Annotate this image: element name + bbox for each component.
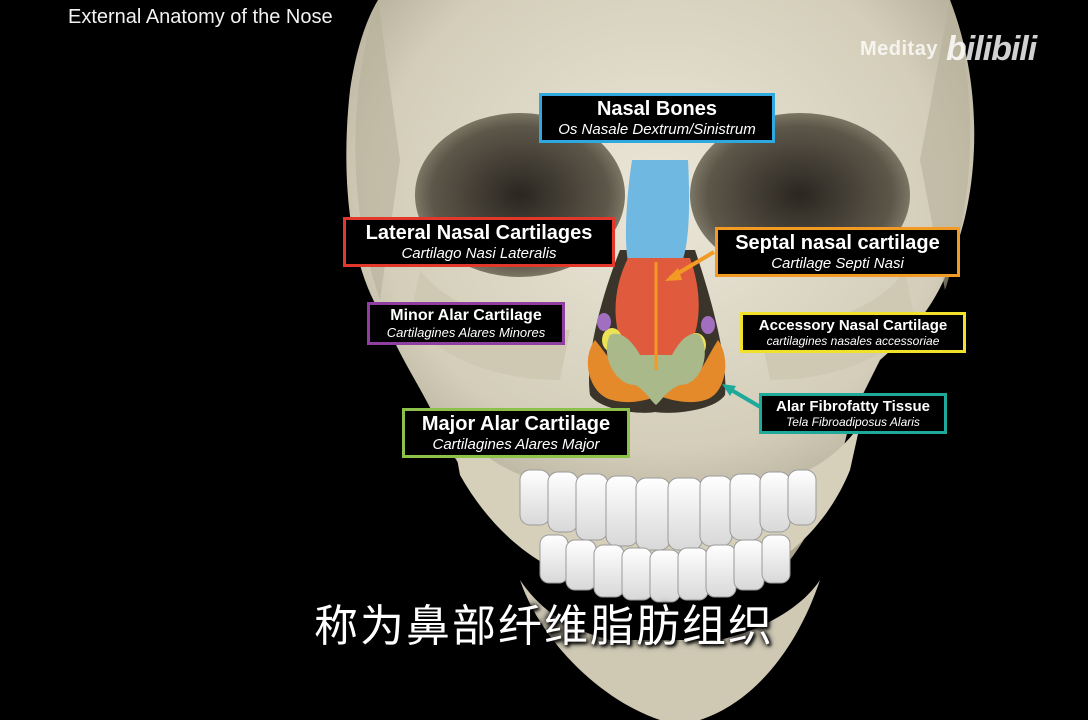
lower-teeth xyxy=(539,534,791,603)
label-nasal-bones: Nasal Bones Os Nasale Dextrum/Sinistrum xyxy=(539,93,775,143)
watermark-site: bilibili xyxy=(945,30,1037,68)
nasal-bones-shape xyxy=(625,160,690,262)
label-accessory-nasal: Accessory Nasal Cartilage cartilagines n… xyxy=(740,312,966,353)
label-main: Lateral Nasal Cartilages xyxy=(365,222,593,244)
label-main: Nasal Bones xyxy=(596,98,718,120)
label-sub: Cartilagines Alares Major xyxy=(432,436,600,453)
label-sub: cartilagines nasales accessoriae xyxy=(766,334,940,348)
fibrofatty-arrow xyxy=(726,386,764,410)
label-sub: Os Nasale Dextrum/Sinistrum xyxy=(558,121,756,138)
label-sub: Cartilago Nasi Lateralis xyxy=(401,245,557,262)
label-alar-fibrofatty: Alar Fibrofatty Tissue Tela Fibroadiposu… xyxy=(759,393,947,434)
label-main: Accessory Nasal Cartilage xyxy=(758,317,948,334)
label-main: Minor Alar Cartilage xyxy=(390,307,542,324)
label-sub: Tela Fibroadiposus Alaris xyxy=(786,415,920,429)
minor-alar-shape-right xyxy=(701,316,715,334)
label-sub: Cartilagines Alares Minores xyxy=(386,325,546,340)
septal-arrowhead xyxy=(665,268,682,281)
label-lateral-nasal: Lateral Nasal Cartilages Cartilago Nasi … xyxy=(343,217,615,267)
label-main: Septal nasal cartilage xyxy=(735,232,940,254)
page-title: External Anatomy of the Nose xyxy=(68,6,333,28)
label-sub: Cartilage Septi Nasi xyxy=(771,255,904,272)
watermark-brand: Meditay xyxy=(860,38,938,60)
watermark: Meditay bilibili xyxy=(860,30,1037,69)
label-septal-nasal: Septal nasal cartilage Cartilage Septi N… xyxy=(715,227,960,277)
label-major-alar: Major Alar Cartilage Cartilagines Alares… xyxy=(402,408,630,458)
minor-alar-shape-left xyxy=(597,313,611,331)
fibrofatty-arrowhead xyxy=(722,384,736,396)
label-main: Major Alar Cartilage xyxy=(421,413,611,435)
fibrofatty-shape xyxy=(587,340,726,403)
mandible xyxy=(520,580,820,720)
label-minor-alar: Minor Alar Cartilage Cartilagines Alares… xyxy=(367,302,565,345)
temporal-shadow-right xyxy=(920,0,971,290)
upper-teeth xyxy=(519,469,817,551)
label-main: Alar Fibrofatty Tissue xyxy=(776,398,930,415)
video-subtitle: 称为鼻部纤维脂肪组织 xyxy=(314,601,774,652)
